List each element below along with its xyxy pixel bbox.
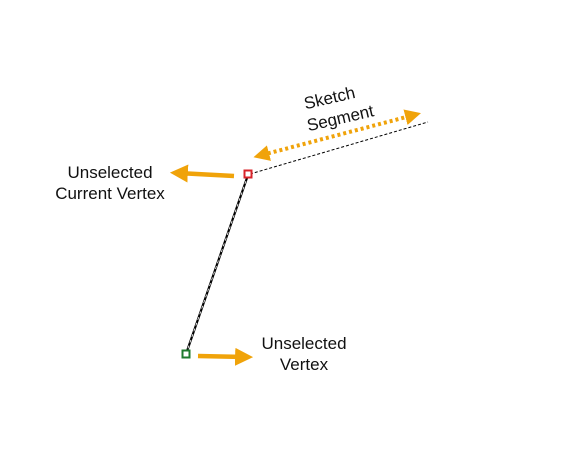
current-vertex-label: Unselected Current Vertex — [55, 163, 165, 203]
current-vertex-label-line2: Current Vertex — [55, 184, 165, 203]
sketch-segment-arrow — [253, 109, 421, 161]
vertex-label-line2: Vertex — [280, 355, 329, 374]
vertex-label: Unselected Vertex — [261, 334, 346, 374]
unselected-vertex — [181, 349, 191, 359]
vertex-label-line1: Unselected — [261, 334, 346, 353]
sketch-segment-existing-highlight — [185, 174, 249, 355]
current-vertex-label-line1: Unselected — [67, 163, 152, 182]
vertex-arrow — [197, 347, 254, 366]
unselected-current-vertex — [243, 169, 253, 179]
sketch-segment-label: Sketch Segment — [302, 83, 376, 135]
current-vertex-arrow — [169, 164, 235, 183]
sketch-segments — [184, 121, 429, 355]
sketch-segment-live — [249, 121, 429, 175]
callout-arrows — [169, 109, 421, 366]
